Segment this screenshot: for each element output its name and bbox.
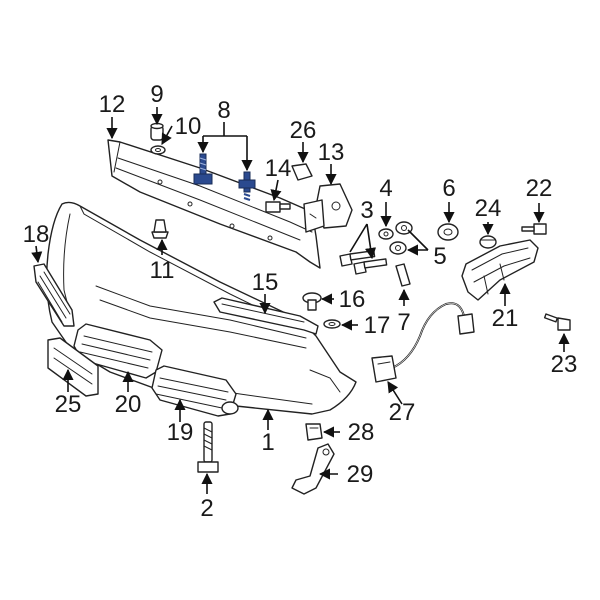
- callout-7: 7: [397, 309, 410, 336]
- callout-19: 19: [167, 419, 194, 446]
- clip-11: [151, 219, 169, 239]
- side-bracket-21: [461, 239, 539, 301]
- callout-2: 2: [200, 495, 213, 522]
- callout-labels: 1 2 3 4 5 6 7 8 9 10 11 12 13 14 15 16 1…: [23, 81, 578, 522]
- callout-29: 29: [347, 461, 374, 488]
- bolt-14: [265, 201, 291, 213]
- washer-17: [323, 319, 341, 329]
- callout-14: 14: [265, 155, 292, 182]
- callout-3: 3: [360, 197, 373, 224]
- leader-lines: [31, 107, 570, 494]
- callout-16: 16: [339, 286, 366, 313]
- callout-17: 17: [364, 312, 391, 339]
- bolt-3b: [353, 258, 388, 275]
- bolt-8-right: [238, 171, 256, 201]
- screw-23: [543, 313, 571, 331]
- callout-4: 4: [379, 175, 392, 202]
- mount-bracket-13: [303, 183, 353, 233]
- callout-1: 1: [261, 429, 274, 456]
- callout-24: 24: [475, 195, 502, 222]
- washer-4: [378, 228, 394, 240]
- callout-25: 25: [55, 391, 82, 418]
- callout-9: 9: [150, 81, 163, 108]
- bolt-2: [197, 421, 219, 473]
- cap-26: [291, 163, 313, 181]
- center-grille: [151, 365, 239, 417]
- left-grille: [33, 263, 75, 327]
- callout-27: 27: [389, 399, 416, 426]
- callout-23: 23: [551, 351, 578, 378]
- callout-21: 21: [492, 305, 519, 332]
- callout-8: 8: [217, 97, 230, 124]
- washer-5b: [389, 241, 407, 255]
- clip-28: [305, 423, 323, 441]
- callout-13: 13: [318, 139, 345, 166]
- callout-18: 18: [23, 221, 50, 248]
- grommet-6: [437, 223, 459, 241]
- bolt-8-left: [193, 153, 213, 185]
- callout-20: 20: [115, 391, 142, 418]
- callout-28: 28: [348, 419, 375, 446]
- callout-26: 26: [290, 117, 317, 144]
- callout-15: 15: [252, 269, 279, 296]
- license-plate-bracket: [47, 337, 99, 397]
- cap-24: [479, 235, 497, 249]
- push-pin-16: [302, 292, 322, 311]
- nut-9: [150, 122, 164, 141]
- callout-10: 10: [175, 113, 202, 140]
- washer-10: [150, 145, 166, 155]
- callout-6: 6: [442, 175, 455, 202]
- callout-22: 22: [526, 175, 553, 202]
- callout-5: 5: [433, 243, 446, 270]
- insert-7: [395, 263, 411, 287]
- callout-12: 12: [99, 91, 126, 118]
- bracket-29: [291, 443, 335, 495]
- callout-11: 11: [150, 257, 175, 284]
- sensor-harness-27: [371, 302, 475, 383]
- screw-22: [521, 223, 547, 235]
